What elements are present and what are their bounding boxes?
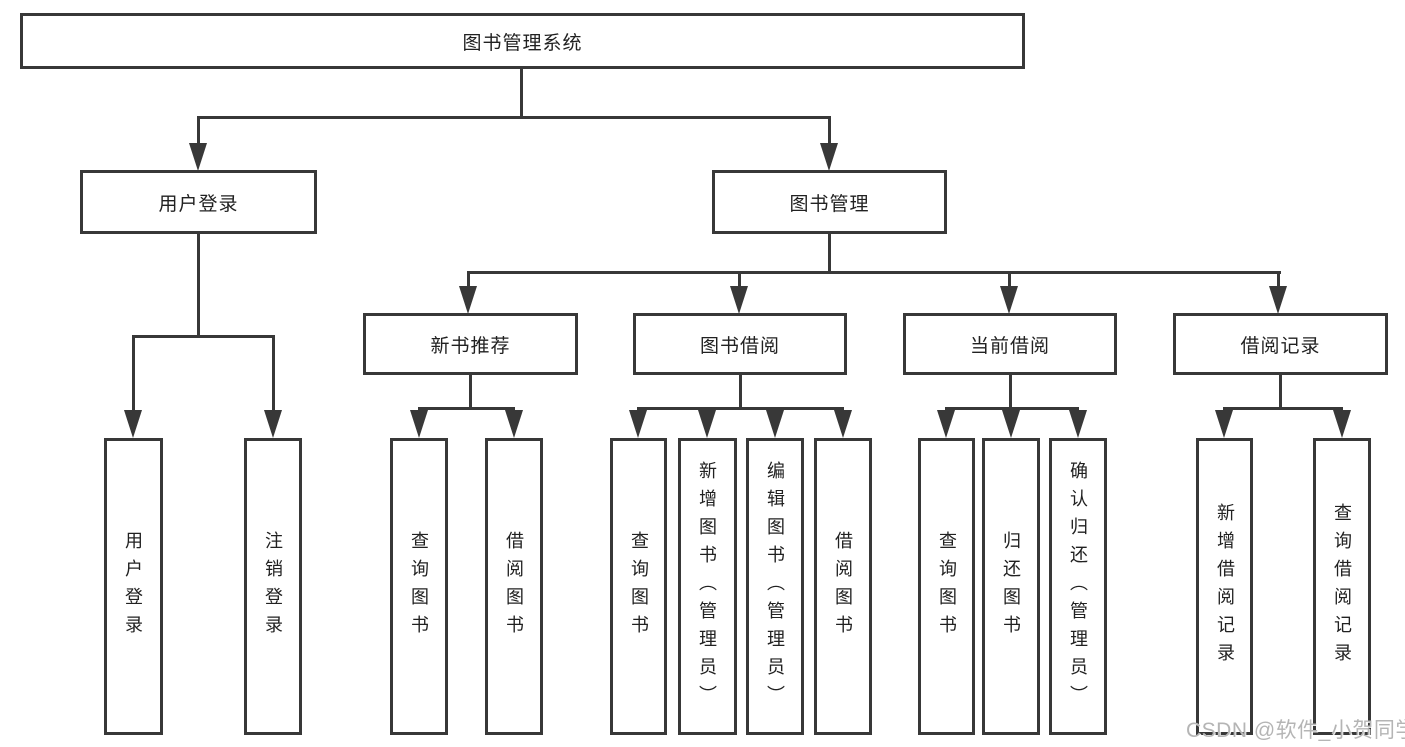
connector-vline	[1008, 271, 1011, 289]
leaf-borrow-books-recommend: 借阅图书	[485, 438, 543, 735]
connector-hline	[197, 116, 830, 119]
leaf-return-book: 归还图书	[982, 438, 1040, 735]
leaf-borrow-books: 借阅图书	[814, 438, 872, 735]
connector-hline	[418, 407, 515, 410]
arrow-down-icon	[1000, 286, 1018, 314]
leaf-query-books-borrow: 查询图书	[610, 438, 667, 735]
node-root: 图书管理系统	[20, 13, 1025, 69]
arrow-down-icon	[730, 286, 748, 314]
leaf-add-book-admin: 新增图书（管理员）	[678, 438, 737, 735]
connector-hline	[467, 271, 1281, 274]
connector-vline	[132, 335, 135, 413]
arrow-down-icon	[698, 410, 716, 438]
arrow-down-icon	[1215, 410, 1233, 438]
connector-hline	[1223, 407, 1343, 410]
connector-vline	[828, 234, 831, 271]
connector-vline	[738, 271, 741, 289]
arrow-down-icon	[264, 410, 282, 438]
arrow-down-icon	[834, 410, 852, 438]
arrow-down-icon	[820, 143, 838, 171]
leaf-confirm-return-admin: 确认归还（管理员）	[1049, 438, 1107, 735]
connector-vline	[469, 375, 472, 407]
arrow-down-icon	[766, 410, 784, 438]
connector-vline	[739, 375, 742, 407]
leaf-add-borrow-record: 新增借阅记录	[1196, 438, 1253, 735]
leaf-user-login: 用户登录	[104, 438, 163, 735]
arrow-down-icon	[1269, 286, 1287, 314]
arrow-down-icon	[1333, 410, 1351, 438]
leaf-query-books-recommend: 查询图书	[390, 438, 448, 735]
node-new-book-recommend: 新书推荐	[363, 313, 578, 375]
connector-vline	[1009, 375, 1012, 407]
arrow-down-icon	[189, 143, 207, 171]
connector-hline	[945, 407, 1079, 410]
arrow-down-icon	[937, 410, 955, 438]
node-borrow-record: 借阅记录	[1173, 313, 1388, 375]
arrow-down-icon	[629, 410, 647, 438]
arrow-down-icon	[1002, 410, 1020, 438]
connector-vline	[1279, 375, 1282, 407]
leaf-edit-book-admin: 编辑图书（管理员）	[746, 438, 804, 735]
arrow-down-icon	[410, 410, 428, 438]
node-book-borrow: 图书借阅	[633, 313, 847, 375]
connector-vline	[1277, 271, 1280, 289]
arrow-down-icon	[124, 410, 142, 438]
watermark: CSDN @软件_小贺同学	[1186, 719, 1405, 742]
arrow-down-icon	[1069, 410, 1087, 438]
node-user-login: 用户登录	[80, 170, 317, 234]
connector-vline	[197, 234, 200, 336]
node-book-management: 图书管理	[712, 170, 947, 234]
connector-vline	[520, 69, 523, 116]
arrow-down-icon	[459, 286, 477, 314]
connector-hline	[637, 407, 844, 410]
node-current-borrow: 当前借阅	[903, 313, 1117, 375]
connector-hline	[132, 335, 274, 338]
leaf-query-books-current: 查询图书	[918, 438, 975, 735]
leaf-query-borrow-record: 查询借阅记录	[1313, 438, 1371, 735]
connector-vline	[467, 271, 470, 289]
connector-vline	[828, 116, 831, 146]
connector-vline	[197, 116, 200, 146]
leaf-logout-login: 注销登录	[244, 438, 302, 735]
arrow-down-icon	[505, 410, 523, 438]
connector-vline	[272, 335, 275, 413]
